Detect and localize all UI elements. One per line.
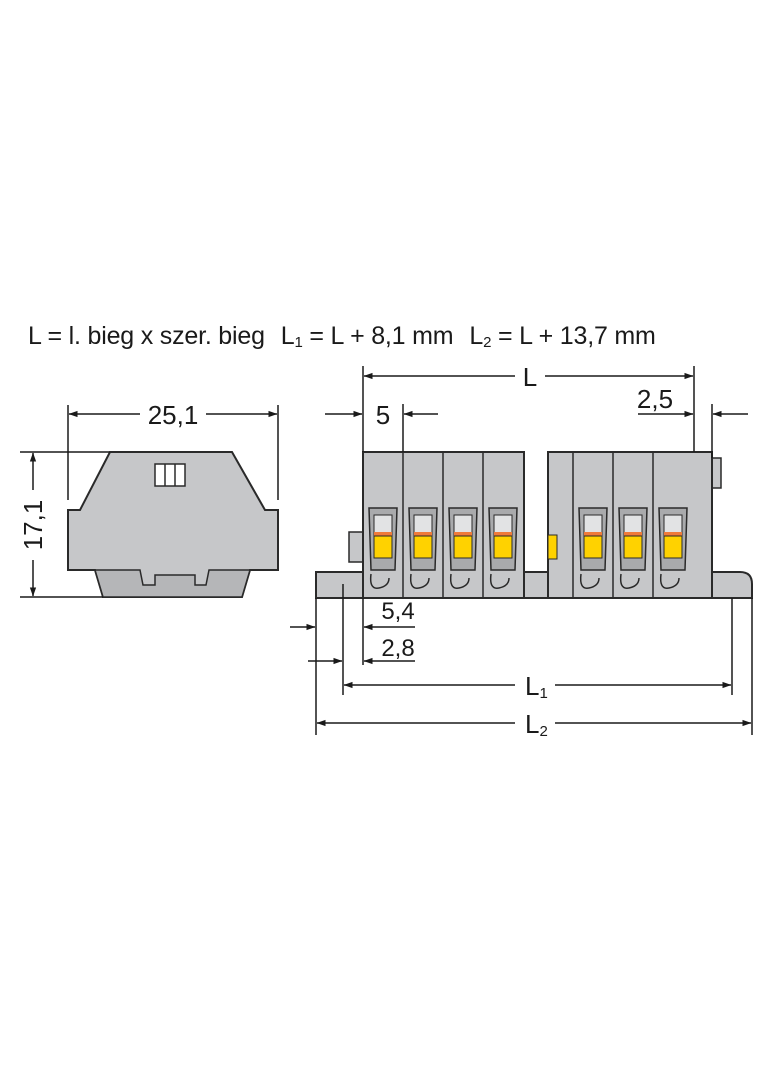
dimension-width: 25,1 (148, 400, 199, 430)
clamp-yellow-actuator (583, 535, 603, 559)
dimension-height: 17,1 (18, 500, 48, 551)
clamp-yellow-actuator (373, 535, 393, 559)
module-foot-hook (619, 573, 640, 589)
terminal-module (618, 507, 648, 589)
dimension-length: L (523, 362, 537, 392)
terminal-module (488, 507, 518, 589)
terminal-module (448, 507, 478, 589)
clamp-orange-stripe (454, 532, 472, 536)
formula-l1-subscript: 1 (294, 334, 303, 351)
clamp-yellow-actuator (453, 535, 473, 559)
clamp-orange-stripe (414, 532, 432, 536)
dimension-l1-symbol: L (525, 671, 539, 701)
clamp-yellow-actuator (663, 535, 683, 559)
terminal-module (408, 507, 438, 589)
clamp-partial (547, 534, 558, 560)
end-plate-right (711, 457, 722, 489)
clamp-orange-stripe (584, 532, 602, 536)
clamp-yellow-actuator (623, 535, 643, 559)
side-view: 25,1 17,1 (18, 400, 279, 598)
dimension-l2-subscript: 2 (539, 723, 547, 740)
dimension-end-offset: 2,5 (637, 384, 673, 414)
end-plate-left (348, 531, 364, 563)
front-view: L 5 2,5 5,4 2,8 L1 L2 (290, 362, 753, 740)
module-foot-hook (369, 573, 390, 589)
module-foot-hook (579, 573, 600, 589)
clamp-orange-stripe (494, 532, 512, 536)
clamp-orange-stripe (624, 532, 642, 536)
formula-l2-definition: = L + 13,7 mm (491, 322, 656, 350)
clamp-yellow-actuator (493, 535, 513, 559)
side-view-window (154, 463, 186, 487)
dimension-l2-symbol: L (525, 709, 539, 739)
dimension-pitch: 5 (376, 400, 390, 430)
terminal-module (368, 507, 398, 589)
module-foot-hook (409, 573, 430, 589)
terminal-module (578, 507, 608, 589)
dimension-l1: L1 (525, 671, 548, 702)
module-foot-hook (449, 573, 470, 589)
module-foot-hook (659, 573, 680, 589)
formula-l1-symbol: L (280, 322, 295, 350)
side-view-foot (93, 569, 252, 598)
formula-l1-definition: = L + 8,1 mm (302, 322, 454, 350)
dimension-l1-subscript: 1 (539, 685, 547, 702)
dimension-l2: L2 (525, 709, 548, 740)
clamp-orange-stripe (374, 532, 392, 536)
module-foot-hook (489, 573, 510, 589)
terminal-modules (368, 452, 688, 598)
formula-l2-subscript: 2 (483, 334, 492, 351)
clamp-yellow-actuator (413, 535, 433, 559)
formula-length-definition: L = l. bieg x szer. bieg (28, 322, 265, 350)
clamp-orange-stripe (664, 532, 682, 536)
formula-l2-symbol: L (469, 322, 484, 350)
terminal-module (658, 507, 688, 589)
dimension-5-4: 5,4 (381, 598, 414, 625)
dimension-2-8: 2,8 (381, 635, 414, 662)
